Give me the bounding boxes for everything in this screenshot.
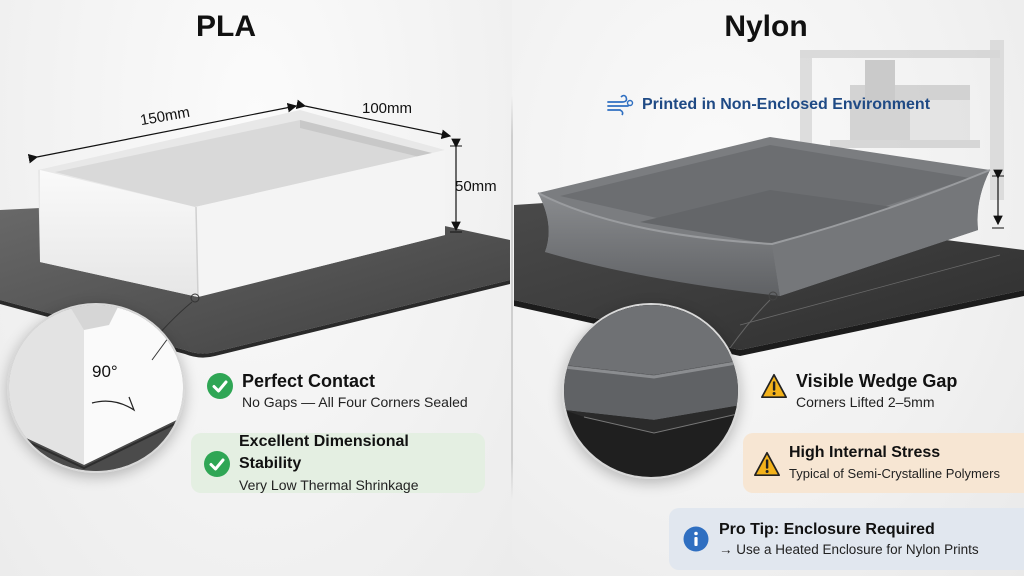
environment-note-text: Printed in Non-Enclosed Environment	[642, 96, 931, 113]
pla-width-dimension: 100mm	[362, 100, 413, 117]
printer-frame-illustration	[800, 40, 1004, 200]
pro-tip-subtitle: → Use a Heated Enclosure for Nylon Print…	[719, 541, 979, 557]
right-angle-label: 90°	[92, 362, 118, 381]
feature-title: High Internal Stress	[789, 444, 941, 461]
feature-wedge-gap: Visible Wedge Gap Corners Lifted 2–5mm	[760, 370, 957, 412]
check-circle-icon	[204, 451, 230, 477]
feature-perfect-contact: Perfect Contact No Gaps — All Four Corne…	[206, 370, 468, 412]
nylon-corner-magnifier	[562, 303, 740, 479]
warning-triangle-icon	[761, 373, 787, 399]
nylon-title: Nylon	[724, 10, 808, 43]
feature-internal-stress: High Internal Stress Typical of Semi-Cry…	[743, 433, 1024, 493]
feature-title: Excellent Dimensional Stability	[239, 433, 409, 472]
feature-dimensional-stability: Excellent Dimensional Stability Very Low…	[191, 433, 485, 493]
wind-icon	[607, 94, 634, 116]
feature-subtitle: No Gaps — All Four Corners Sealed	[242, 394, 468, 410]
warning-triangle-icon	[754, 451, 780, 477]
panel-divider	[511, 95, 513, 500]
check-circle-icon	[207, 373, 233, 399]
pla-title: PLA	[196, 10, 256, 43]
info-circle-icon	[683, 526, 709, 552]
feature-title: Perfect Contact	[242, 371, 376, 391]
nylon-warped-tray	[537, 137, 991, 296]
feature-subtitle: Typical of Semi-Crystalline Polymers	[789, 466, 1000, 481]
pla-height-dimension: 50mm	[455, 178, 497, 195]
pro-tip-title: Pro Tip: Enclosure Required	[719, 520, 935, 538]
pro-tip-callout: Pro Tip: Enclosure Required → Use a Heat…	[669, 508, 1024, 570]
feature-title: Visible Wedge Gap	[796, 371, 958, 391]
environment-note: Printed in Non-Enclosed Environment	[606, 93, 930, 117]
feature-subtitle: Very Low Thermal Shrinkage	[239, 477, 419, 493]
pla-corner-magnifier	[7, 303, 185, 473]
feature-subtitle: Corners Lifted 2–5mm	[796, 394, 935, 410]
